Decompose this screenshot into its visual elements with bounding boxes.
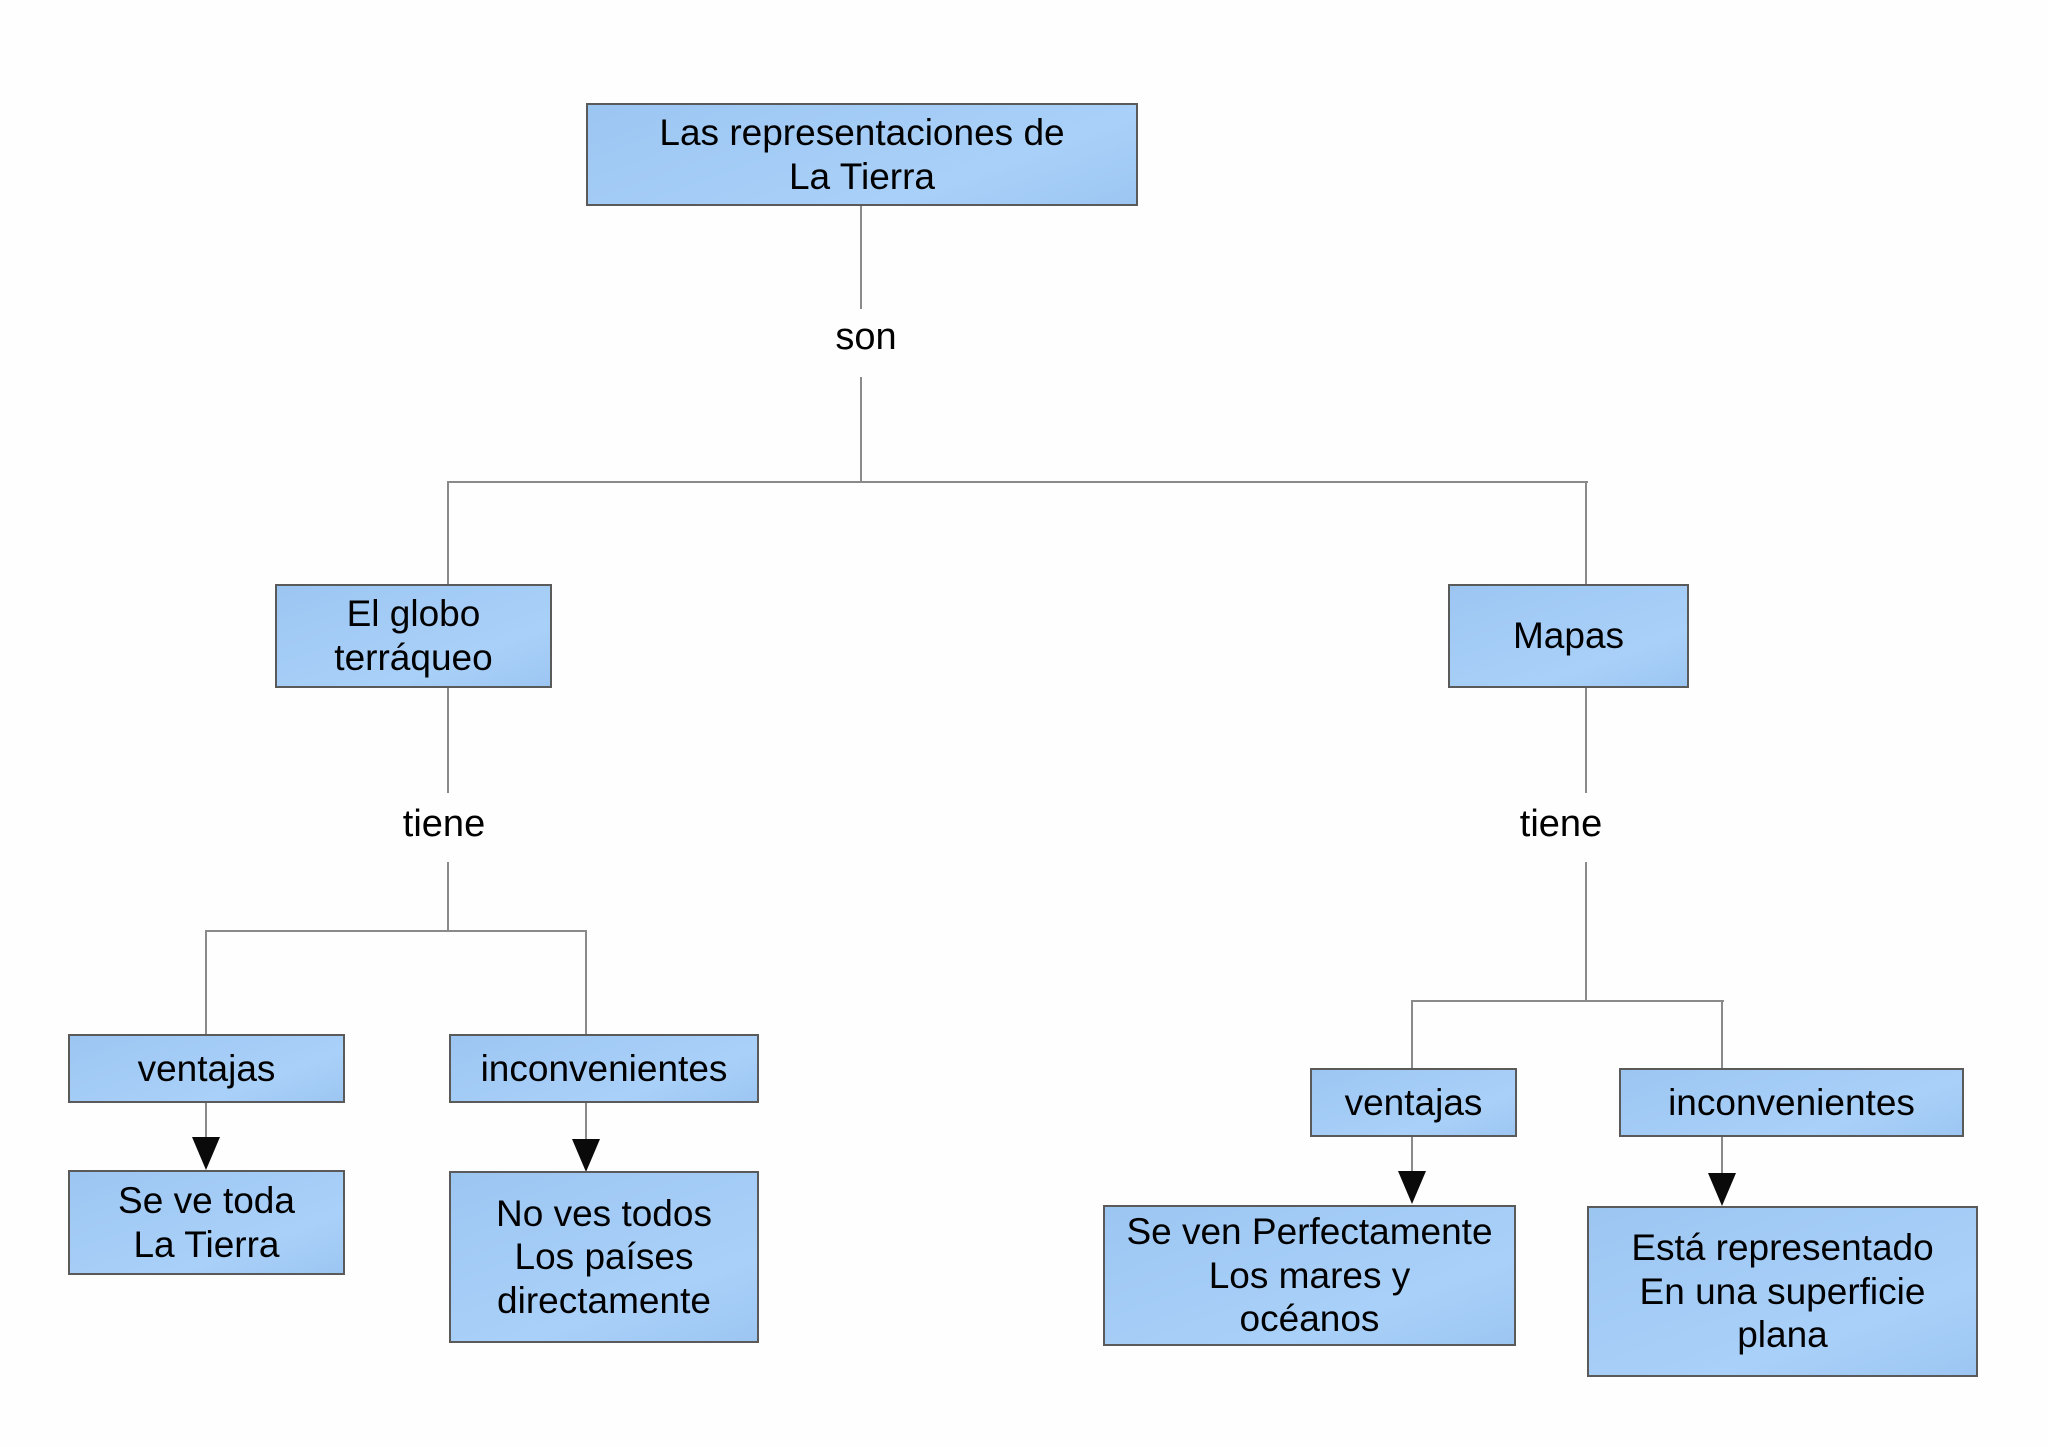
connector-branch-to-globo <box>447 481 449 585</box>
arrow-down-icon <box>572 1139 600 1172</box>
arrow-stem-ventajas-mapas <box>1411 1137 1413 1173</box>
link-label-tiene-globo[interactable]: tiene <box>402 803 486 845</box>
arrow-stem-inconvenientes-globo <box>585 1103 587 1141</box>
connector-to-inconvenientes-mapas <box>1721 1000 1723 1069</box>
node-inconvenientes-mapas[interactable]: inconvenientes <box>1619 1068 1964 1137</box>
connector-globo-to-tiene <box>447 688 449 793</box>
node-label: El globo terráqueo <box>334 593 493 678</box>
node-ventajas-globo[interactable]: ventajas <box>68 1034 345 1103</box>
arrow-stem-ventajas-globo <box>205 1103 207 1139</box>
node-el-globo-terraqueo[interactable]: El globo terráqueo <box>275 584 552 688</box>
node-label: Las representaciones de La Tierra <box>659 111 1065 197</box>
arrow-down-icon <box>192 1137 220 1170</box>
node-label: ventajas <box>137 1047 276 1089</box>
arrow-stem-inconvenientes-mapas <box>1721 1137 1723 1175</box>
connector-mapas-to-tiene <box>1585 688 1587 793</box>
connector-root-to-son <box>860 206 862 309</box>
node-se-ven-perfectamente-mares-oceanos[interactable]: Se ven Perfectamente Los mares y océanos <box>1103 1205 1516 1346</box>
connector-branch-to-mapas <box>1585 481 1587 585</box>
node-se-ve-toda-la-tierra[interactable]: Se ve toda La Tierra <box>68 1170 345 1275</box>
node-esta-representado-superficie-plana[interactable]: Está representado En una superficie plan… <box>1587 1206 1978 1377</box>
node-label: Se ven Perfectamente Los mares y océanos <box>1126 1211 1493 1340</box>
node-no-ves-todos-los-paises[interactable]: No ves todos Los países directamente <box>449 1171 759 1343</box>
node-label: inconvenientes <box>1668 1081 1915 1123</box>
node-label: No ves todos Los países directamente <box>496 1192 712 1321</box>
node-label: ventajas <box>1344 1081 1483 1123</box>
node-las-representaciones-de-la-tierra[interactable]: Las representaciones de La Tierra <box>586 103 1138 206</box>
node-inconvenientes-globo[interactable]: inconvenientes <box>449 1034 759 1103</box>
node-ventajas-mapas[interactable]: ventajas <box>1310 1068 1517 1137</box>
connector-to-inconvenientes-globo <box>585 930 587 1034</box>
connector-subbranch-left-horizontal <box>205 930 587 932</box>
node-label: Se ve toda La Tierra <box>118 1179 295 1265</box>
node-label: Está representado En una superficie plan… <box>1631 1227 1934 1356</box>
connector-to-ventajas-globo <box>205 930 207 1034</box>
arrow-down-icon <box>1708 1173 1736 1206</box>
connector-subbranch-right-horizontal <box>1411 1000 1724 1002</box>
node-label: inconvenientes <box>480 1047 728 1089</box>
link-label-tiene-mapas[interactable]: tiene <box>1519 803 1603 845</box>
connector-tiene-to-subbranch-right <box>1585 862 1587 1002</box>
connector-tiene-to-subbranch-left <box>447 862 449 932</box>
link-label-son[interactable]: son <box>835 316 897 358</box>
node-mapas[interactable]: Mapas <box>1448 584 1689 688</box>
arrow-down-icon <box>1398 1171 1426 1204</box>
connector-branch-horizontal <box>447 481 1588 483</box>
connector-to-ventajas-mapas <box>1411 1000 1413 1069</box>
connector-son-to-branch <box>860 377 862 482</box>
node-label: Mapas <box>1512 615 1625 657</box>
